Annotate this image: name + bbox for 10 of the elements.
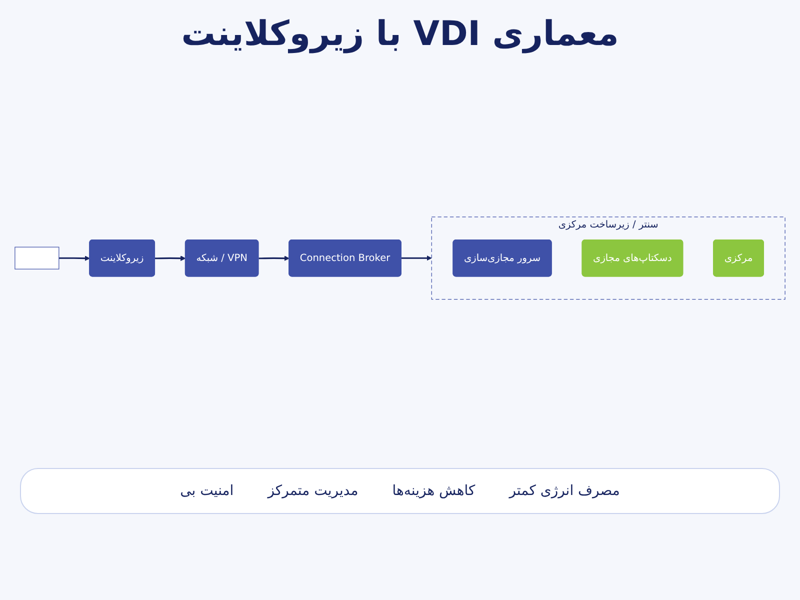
title: معماری VDI با زیروکلاینت bbox=[180, 14, 620, 54]
benefit-label: کاهش هزینه‌ها bbox=[391, 482, 476, 501]
arrow bbox=[58, 256, 90, 261]
benefit-label: مدیریت متمرکز bbox=[266, 482, 360, 501]
arrow bbox=[155, 256, 186, 261]
benefit-label: امنیت بی bbox=[179, 482, 235, 501]
benefit-label: مصرف انرژی کمتر bbox=[508, 482, 621, 501]
node-box bbox=[14, 246, 60, 270]
arrow bbox=[401, 255, 432, 261]
arrow bbox=[258, 256, 290, 261]
